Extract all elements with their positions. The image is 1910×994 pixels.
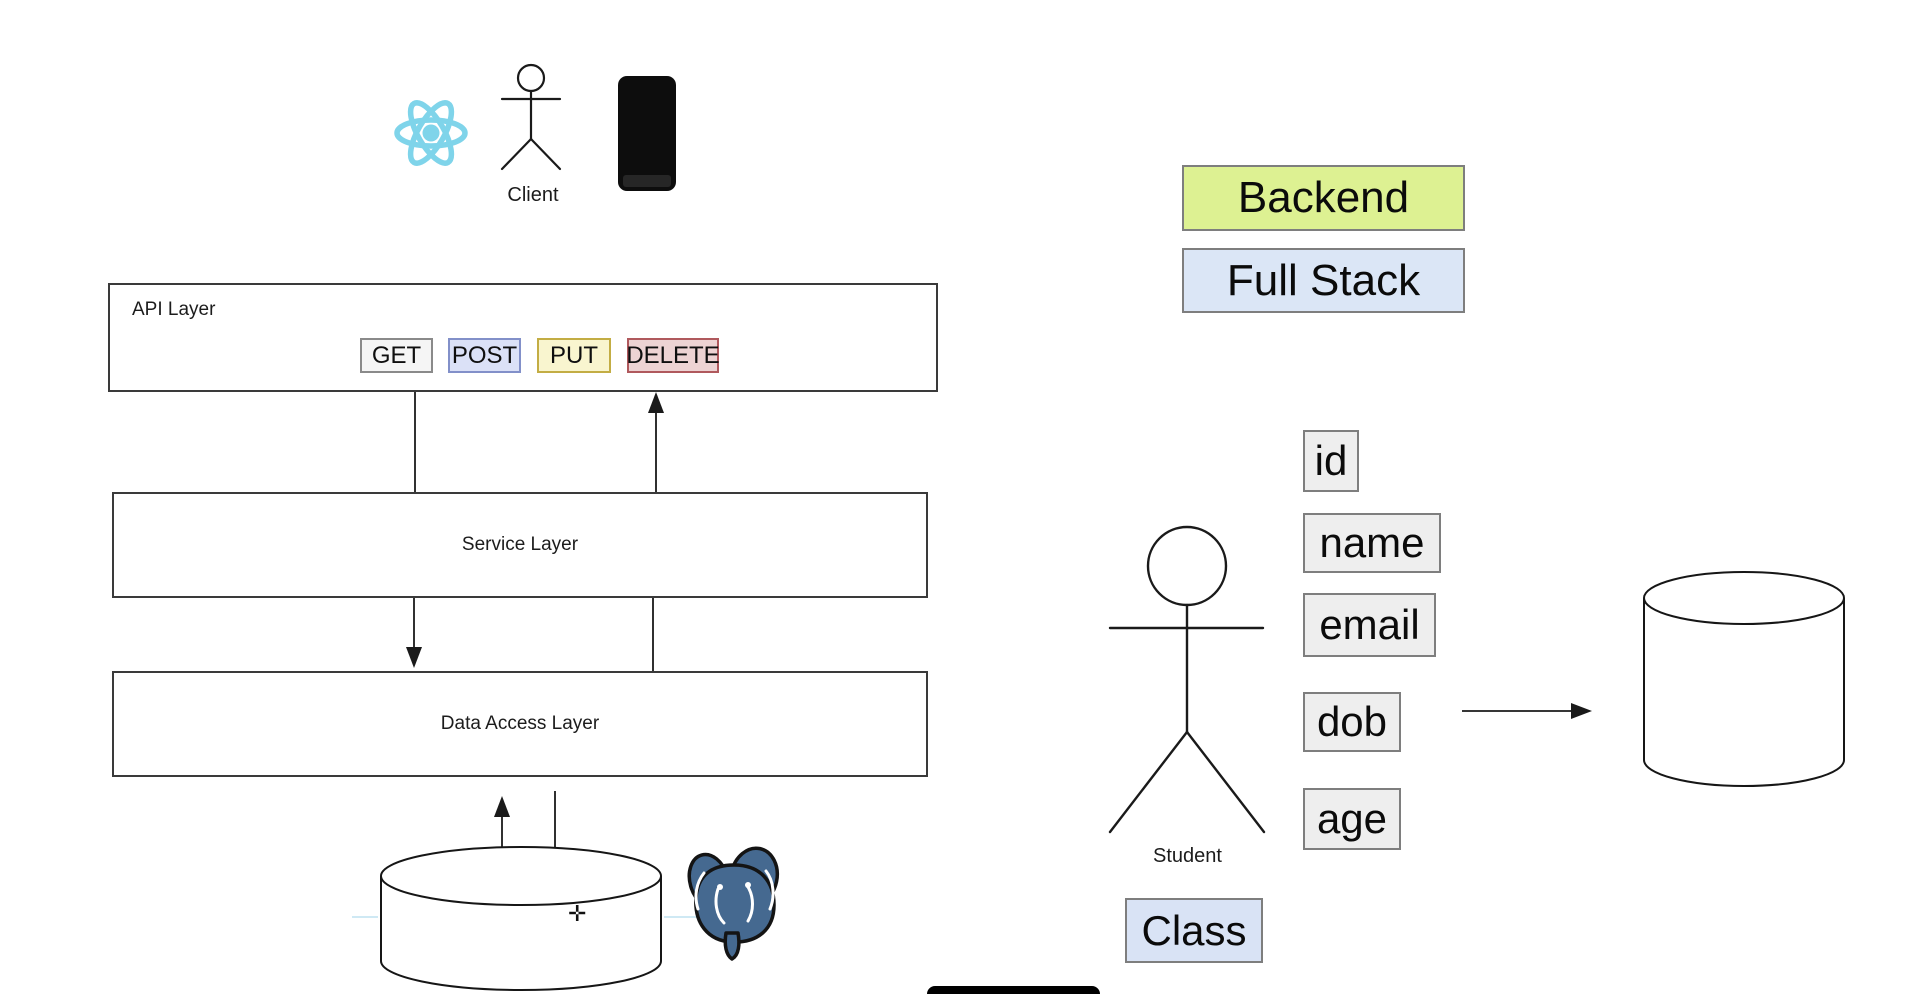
service-layer-box[interactable]: Service Layer xyxy=(112,492,928,598)
http-get-button[interactable]: GET xyxy=(360,338,433,373)
attribute-chip-age[interactable]: age xyxy=(1303,788,1401,850)
student-stick-figure[interactable] xyxy=(1103,525,1271,835)
full-stack-label-chip[interactable]: Full Stack xyxy=(1182,248,1465,313)
phone-home-bar xyxy=(622,175,672,187)
client-label: Client xyxy=(507,184,559,206)
service-layer-title: Service Layer xyxy=(461,534,579,555)
attribute-chip-id[interactable]: id xyxy=(1303,430,1359,492)
postgresql-logo-icon[interactable] xyxy=(682,845,786,965)
data-access-layer-box[interactable]: Data Access Layer xyxy=(112,671,928,777)
react-logo-icon[interactable] xyxy=(392,97,470,169)
service-to-dal-down-arrow[interactable] xyxy=(406,598,422,668)
http-put-button[interactable]: PUT xyxy=(537,338,611,373)
attribute-chip-dob[interactable]: dob xyxy=(1303,692,1401,752)
attribute-chip-name[interactable]: name xyxy=(1303,513,1441,573)
student-to-db-arrow[interactable] xyxy=(1462,703,1592,719)
move-cursor-icon: ✛ xyxy=(568,901,587,926)
student-database-cylinder-icon[interactable] xyxy=(1640,568,1848,790)
data-access-layer-title: Data Access Layer xyxy=(440,713,600,734)
http-post-button[interactable]: POST xyxy=(448,338,521,373)
bottom-black-shape[interactable] xyxy=(927,986,1100,994)
api-layer-title: API Layer xyxy=(132,299,216,320)
smartphone-icon[interactable] xyxy=(618,76,676,191)
service-to-api-up-arrow[interactable] xyxy=(648,392,664,492)
class-label-chip[interactable]: Class xyxy=(1125,898,1263,963)
http-delete-button[interactable]: DELETE xyxy=(626,338,720,373)
student-label: Student xyxy=(1153,845,1222,867)
api-layer-box[interactable]: API Layer xyxy=(108,283,938,392)
attribute-chip-email[interactable]: email xyxy=(1303,593,1436,657)
backend-label-chip[interactable]: Backend xyxy=(1182,165,1465,231)
client-stick-figure[interactable] xyxy=(498,62,564,174)
database-cylinder-icon[interactable] xyxy=(378,844,664,994)
